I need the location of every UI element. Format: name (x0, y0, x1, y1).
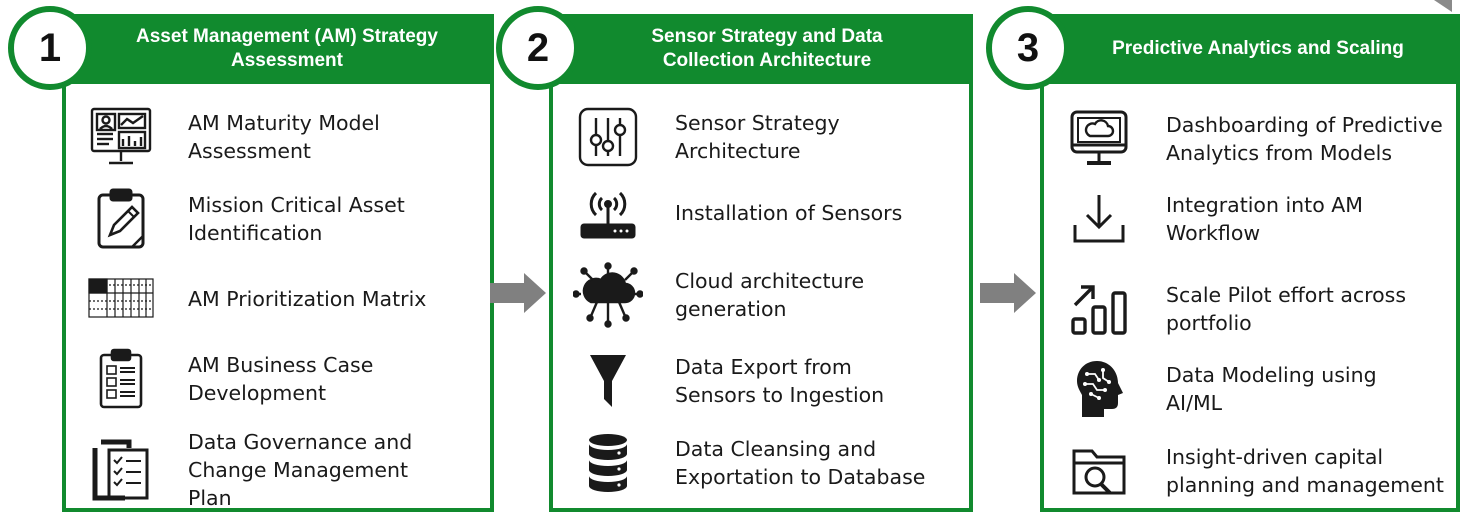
ai-head-icon (1064, 354, 1134, 424)
matrix-grid-icon (86, 264, 156, 334)
cloud-network-icon (573, 260, 643, 330)
sliders-icon (573, 102, 643, 172)
step-1-item-3: AM Prioritization Matrix (86, 264, 480, 334)
cloud-monitor-icon (1064, 104, 1134, 174)
folder-search-icon (1064, 436, 1134, 506)
flow-arrow-2 (980, 273, 1036, 313)
dashboard-monitor-icon (86, 102, 156, 172)
flow-arrow-1 (490, 273, 546, 313)
step-2-number-badge: 2 (496, 6, 580, 90)
growth-chart-icon (1064, 274, 1134, 344)
corner-arrow-mark (1434, 0, 1452, 12)
wireless-router-icon (573, 178, 643, 248)
clipboard-checklist-icon (86, 344, 156, 414)
document-checklist-icon (86, 435, 156, 505)
download-tray-icon (1064, 184, 1134, 254)
clipboard-pencil-icon (86, 184, 156, 254)
database-icon (573, 428, 643, 498)
step-2-item-2: Installation of Sensors (573, 178, 959, 248)
step-3-panel: Predictive Analytics and Scaling Dashboa… (1040, 14, 1460, 512)
funnel-icon (573, 346, 643, 416)
step-2-item-2-label: Installation of Sensors (675, 201, 903, 225)
step-1-item-3-label: AM Prioritization Matrix (188, 287, 427, 311)
step-3-number-badge: 3 (986, 6, 1070, 90)
step-3-title: Predictive Analytics and Scaling (1040, 14, 1460, 84)
step-1-number-badge: 1 (8, 6, 92, 90)
